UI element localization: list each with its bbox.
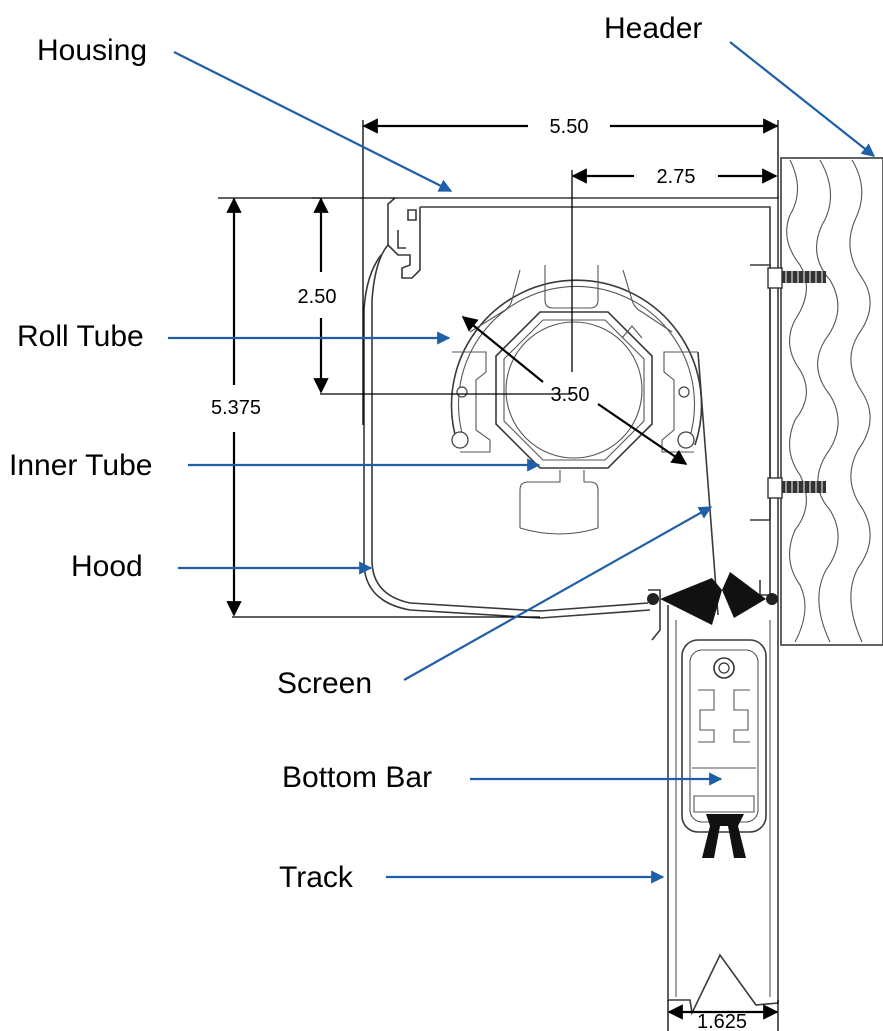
dimension-half-width: 2.75 (571, 166, 778, 372)
screen-fabric (697, 351, 719, 616)
label-bottom-bar: Bottom Bar (282, 761, 432, 794)
dimension-tube-height-value: 2.50 (298, 286, 337, 308)
dimension-track-width-value: 1.625 (697, 1011, 747, 1031)
dimension-overall-height: 5.375 (211, 197, 540, 618)
dimension-tube-height: 2.50 (298, 197, 572, 395)
label-inner-tube: Inner Tube (9, 449, 152, 482)
leader-lines (168, 41, 876, 884)
mounting-bolt-bottom (767, 477, 826, 499)
housing-body (363, 197, 779, 641)
inner-tube (495, 311, 653, 469)
dimension-half-width-value: 2.75 (657, 166, 696, 188)
dimension-track-width: 1.625 (667, 1000, 779, 1031)
label-screen: Screen (277, 667, 372, 700)
label-header: Header (604, 12, 702, 45)
label-hood: Hood (71, 550, 143, 583)
mounting-bolt-top (767, 267, 826, 289)
leader-housing (173, 51, 453, 192)
label-housing: Housing (37, 34, 147, 67)
label-roll-tube: Roll Tube (17, 320, 144, 353)
header-wall (780, 157, 883, 646)
dimension-overall-width: 5.50 (362, 116, 779, 425)
label-track: Track (279, 861, 354, 894)
dimension-overall-width-value: 5.50 (550, 116, 589, 138)
seal-brushes (647, 572, 778, 625)
dimension-roll-diameter-value: 3.50 (551, 384, 590, 406)
dimension-roll-diameter: 3.50 (461, 316, 688, 465)
track (667, 605, 779, 1016)
dimension-overall-height-value: 5.375 (211, 397, 261, 419)
leader-header (729, 41, 876, 157)
bottom-bar (681, 639, 767, 858)
leader-screen (403, 506, 713, 681)
